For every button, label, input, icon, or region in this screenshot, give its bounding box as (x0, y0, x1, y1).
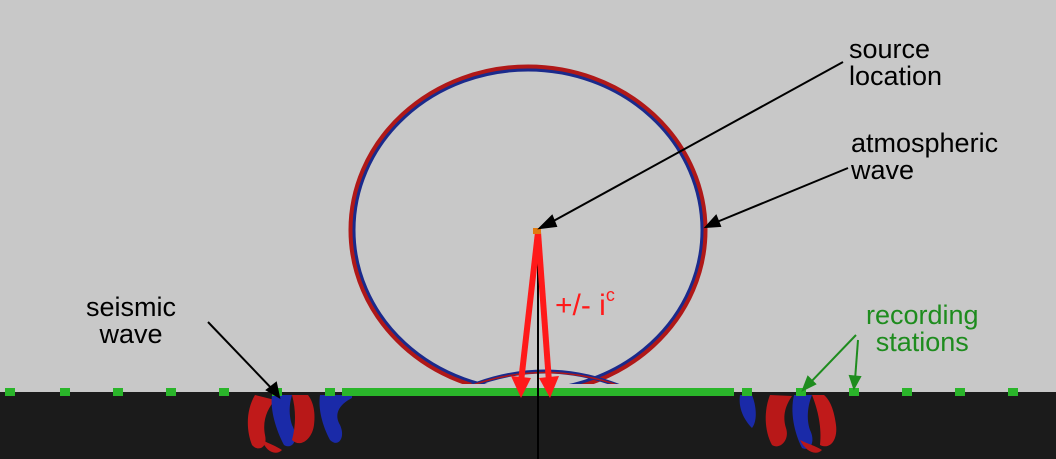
source-location-line1: source (849, 34, 931, 64)
seismic-wave-label: seismic wave (86, 294, 176, 348)
incidence-angle-label: +/- ic (555, 282, 615, 322)
recording-stations-label: recording stations (866, 302, 979, 356)
atmospheric-wave-label: atmospheric wave (851, 130, 998, 184)
source-location-line2: location (849, 61, 943, 91)
incidence-arrows (511, 231, 559, 398)
recording-stations-line1: recording (866, 300, 979, 330)
incidence-angle-text: +/- i (555, 289, 606, 322)
source-marker (533, 228, 541, 234)
recording-stations-line2: stations (875, 327, 969, 357)
seismic-wave-line2: wave (99, 319, 163, 349)
seismic-wave-right (739, 395, 837, 453)
incidence-angle-superscript: c (605, 285, 615, 305)
atmospheric-wave-line2: wave (851, 155, 915, 185)
seismic-wave-left (247, 395, 352, 453)
seismic-wave-line1: seismic (86, 292, 177, 322)
atmospheric-wave-line1: atmospheric (851, 128, 999, 158)
annotation-pointers (207, 61, 849, 400)
station-pointers (801, 334, 862, 393)
source-location-label: source location (849, 36, 942, 90)
ground-layer (0, 392, 1056, 459)
